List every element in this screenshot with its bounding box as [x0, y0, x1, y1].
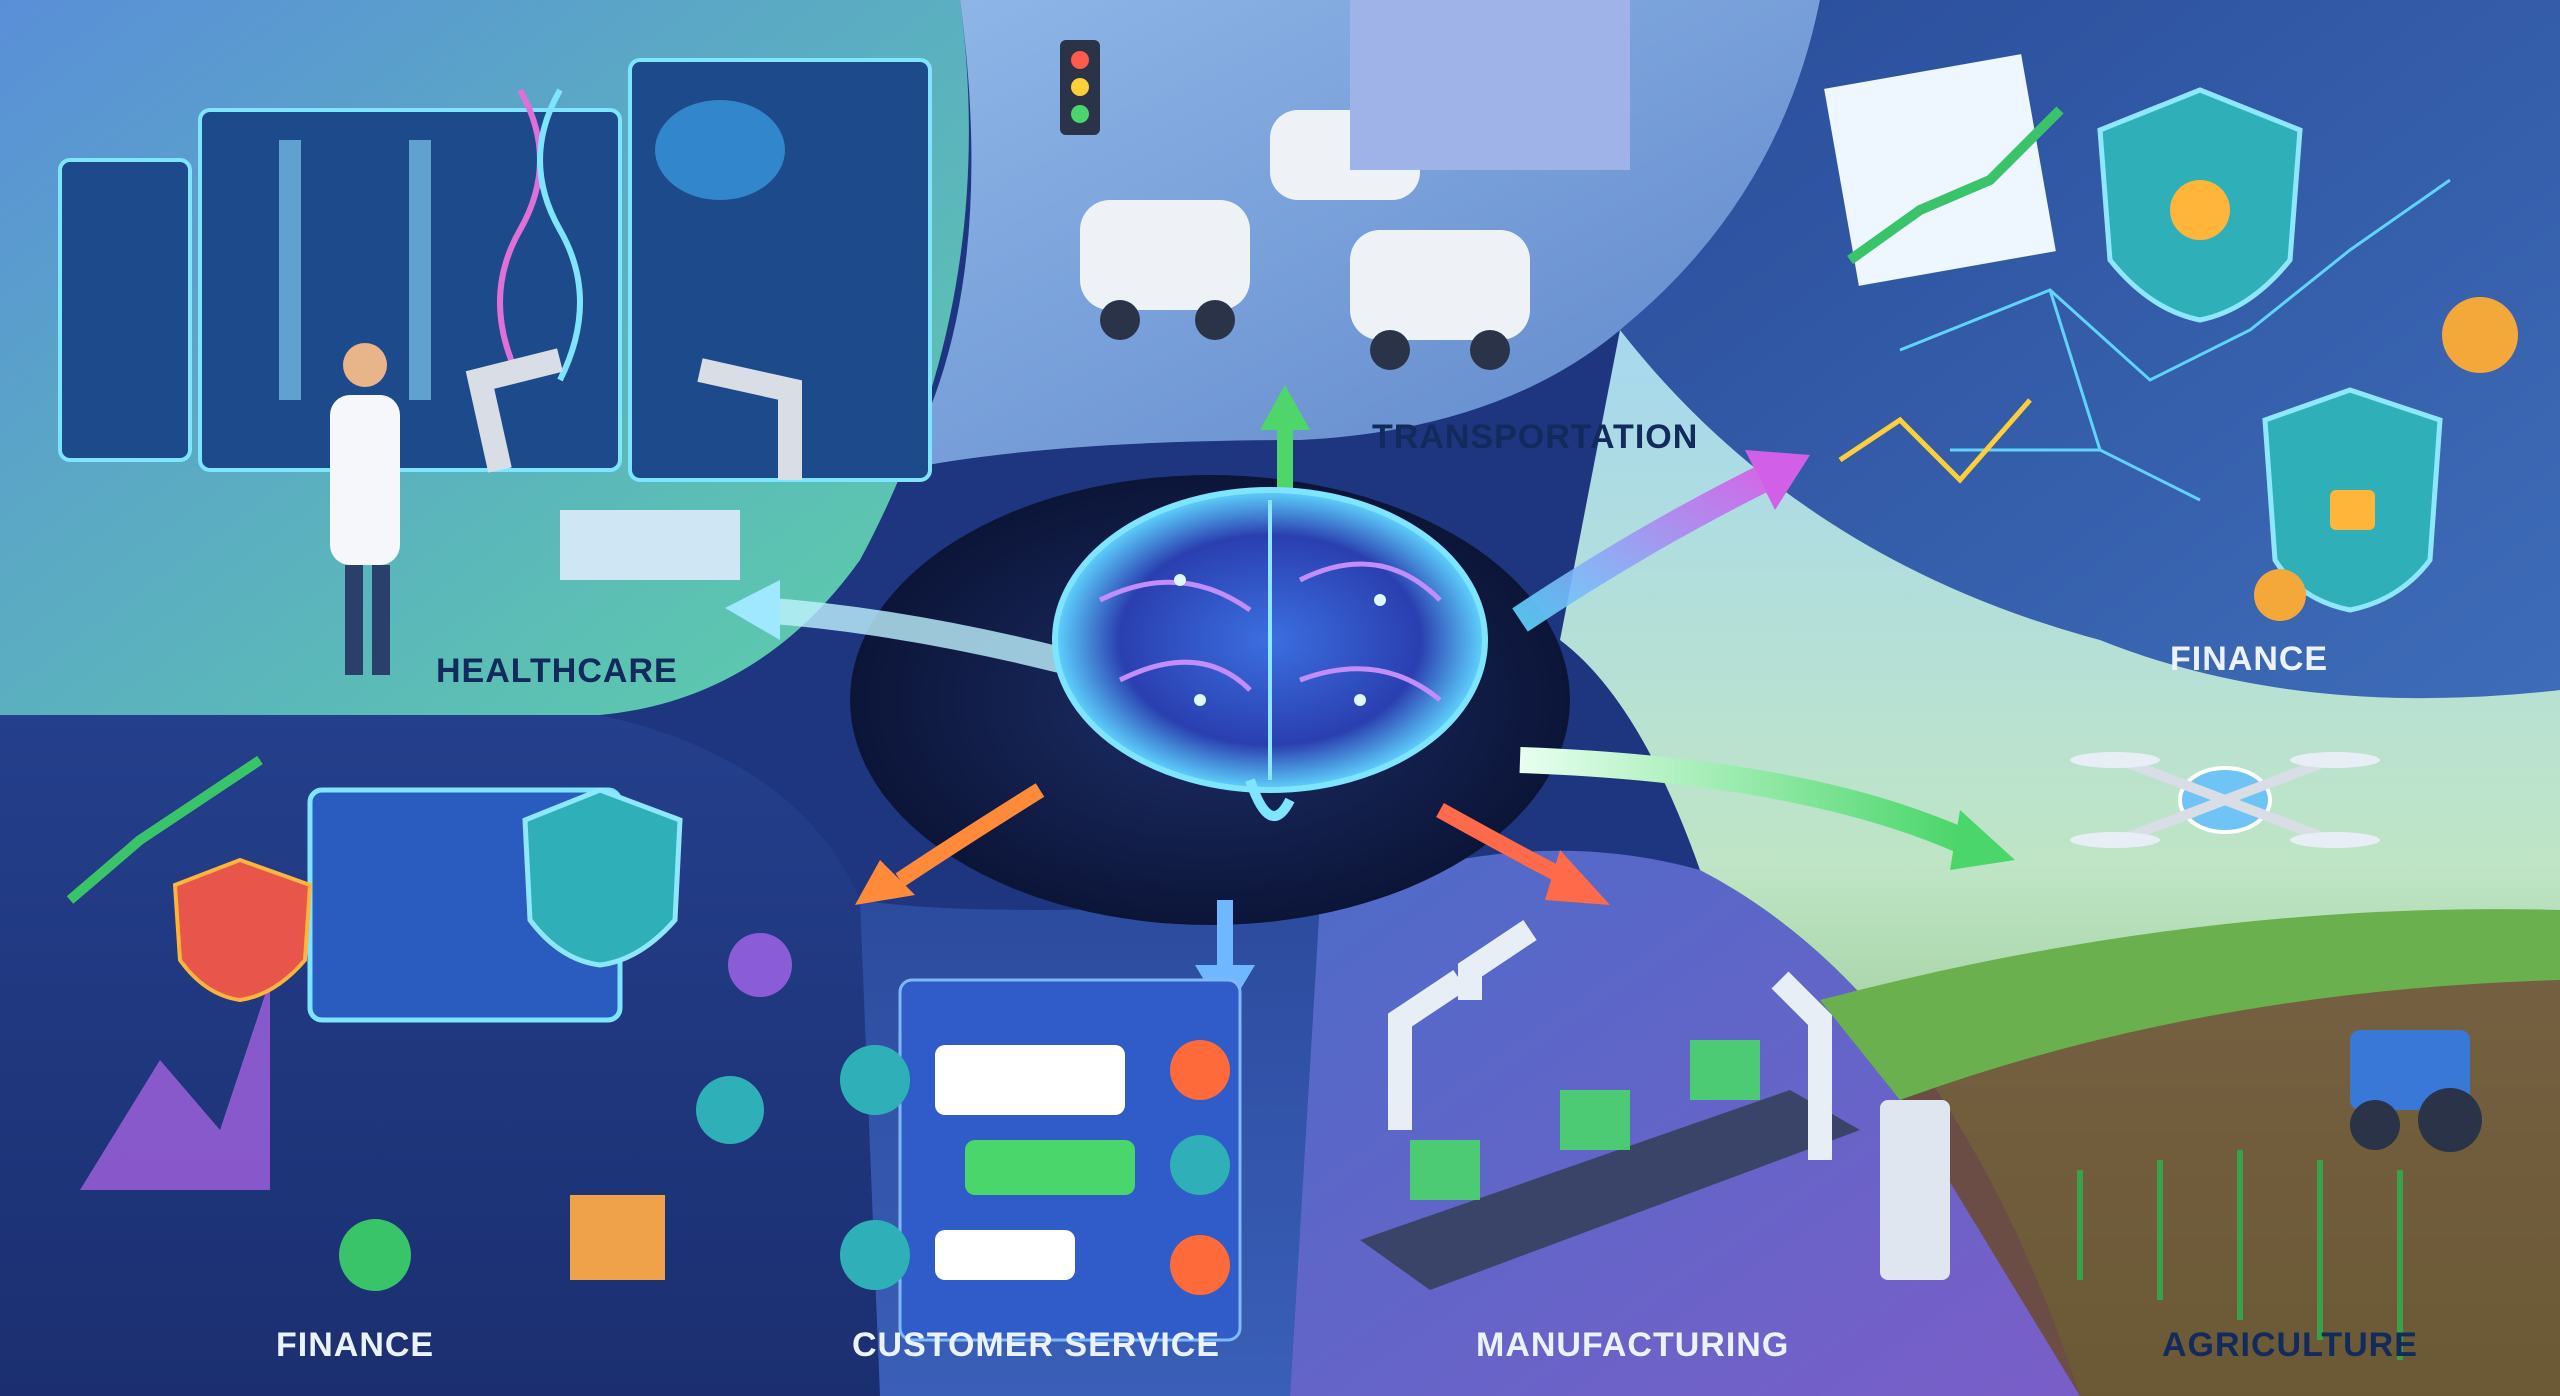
chart-panel	[1824, 54, 2056, 286]
wrench-icon	[728, 933, 792, 997]
arrow-to-agriculture	[1519, 747, 1966, 852]
box-icon	[570, 1195, 665, 1280]
arrow-to-finance-bottom	[895, 783, 1045, 887]
traffic-light-icon	[1060, 40, 1100, 135]
robot-arm-icon	[465, 348, 802, 580]
doctor-figure	[330, 343, 400, 675]
building	[1350, 0, 1630, 170]
growth-chart	[66, 755, 263, 904]
dna-icon	[497, 88, 543, 382]
bell-icon	[2170, 180, 2230, 240]
conveyor-belt	[1360, 1090, 1860, 1290]
crop-rows	[2077, 1150, 2403, 1360]
brain-icon	[1052, 487, 1488, 821]
label-agriculture: AGRICULTURE	[2162, 1326, 2418, 1364]
arrow-to-healthcare	[759, 597, 1064, 673]
label-transportation: TRANSPORTATION	[1372, 418, 1699, 456]
arrow-to-finance	[1512, 467, 1767, 632]
lock-icon	[2262, 387, 2443, 613]
label-finance-bottom: FINANCE	[276, 1326, 435, 1364]
label-manufacturing: MANUFACTURING	[1476, 1326, 1790, 1364]
bitcoin-icon	[2254, 297, 2518, 621]
label-healthcare: HEALTHCARE	[436, 652, 678, 690]
drone-icon	[2070, 752, 2380, 848]
label-customer-service: CUSTOMER SERVICE	[852, 1326, 1221, 1364]
tractor-icon	[2350, 1030, 2482, 1152]
car-icon	[1080, 110, 1530, 370]
network-lines	[1899, 178, 2451, 502]
label-finance-top: FINANCE	[2170, 640, 2329, 678]
